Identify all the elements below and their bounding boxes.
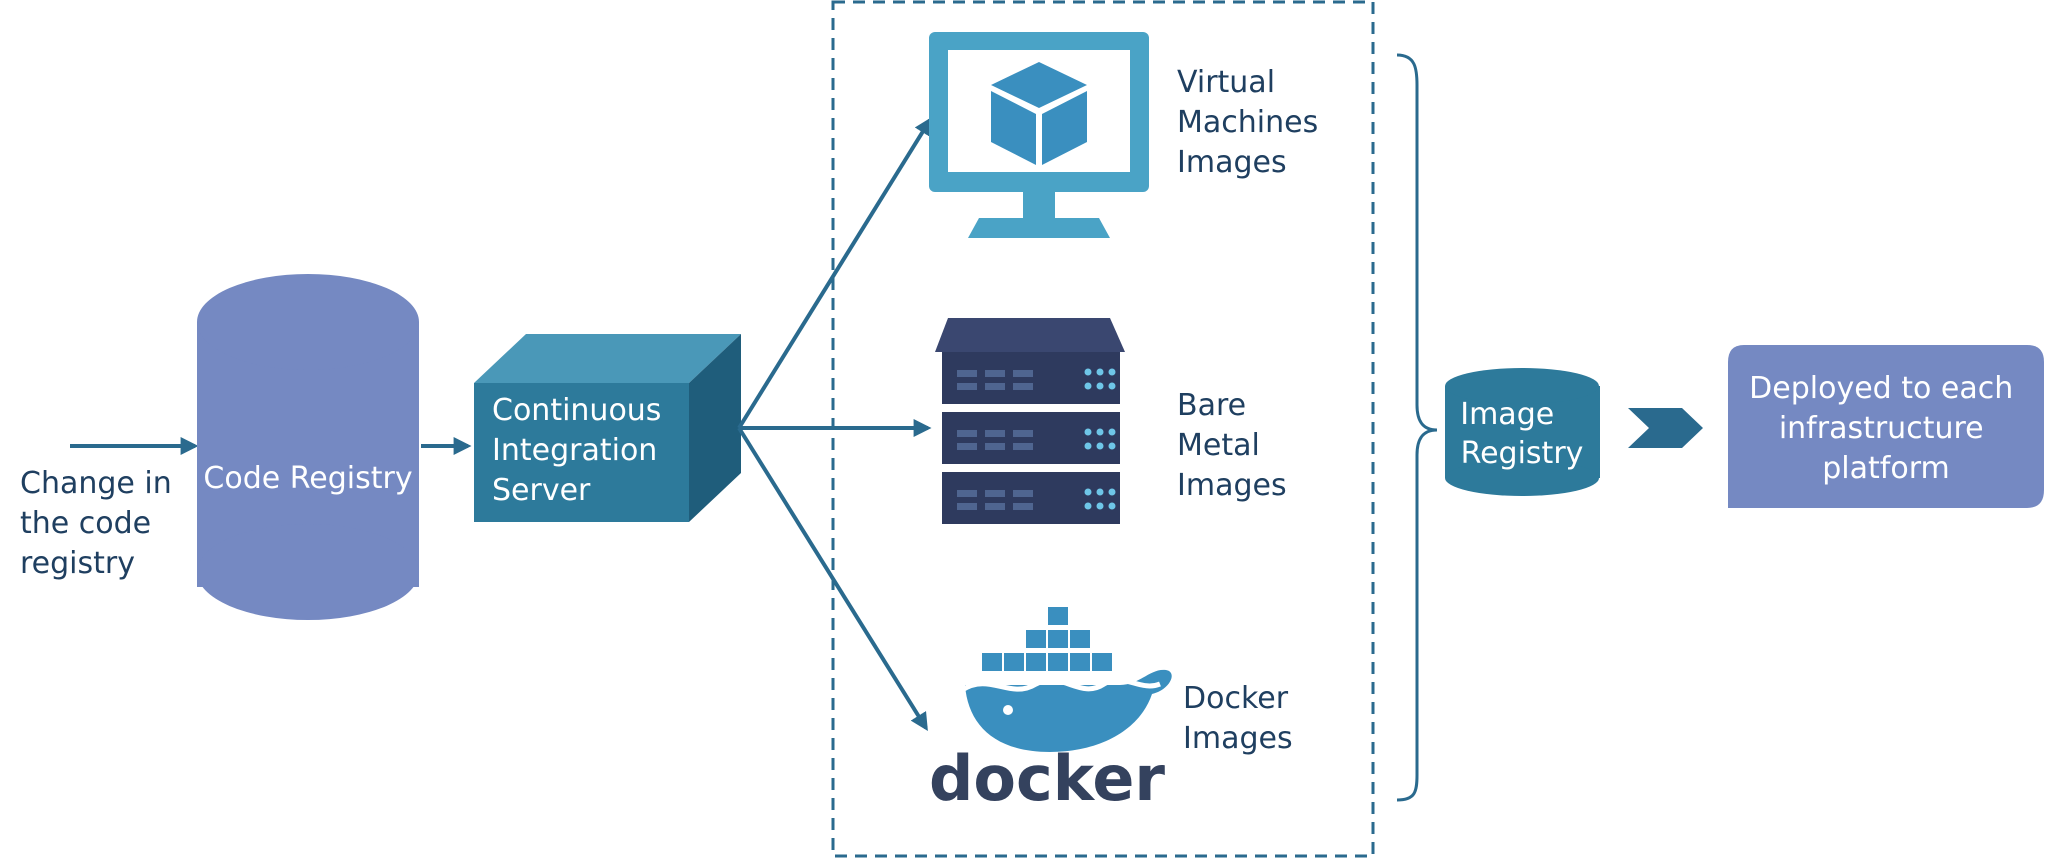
ci-server-label: Continuous Integration Server [492, 393, 671, 508]
docker-whale-icon: docker [929, 607, 1172, 815]
deploy-label: Deployed to each infrastructure platform [1749, 371, 2023, 486]
docker-logo-text: docker [929, 742, 1165, 815]
ci-to-vm-arrow [737, 116, 932, 430]
chevron-right-icon [1628, 408, 1703, 448]
ci-server-box: Continuous Integration Server [474, 334, 741, 522]
output-images-group [831, 0, 1375, 858]
bare-metal-images-label: Bare Metal Images [1177, 388, 1287, 503]
source-label: Change in the code registry [20, 466, 181, 581]
image-registry-label: Image Registry [1460, 397, 1583, 471]
deploy-box: Deployed to each infrastructure platform [1728, 345, 2044, 508]
monitor-cube-icon [929, 32, 1149, 238]
output-brace [1396, 53, 1438, 802]
docker-images-label: Docker Images [1183, 681, 1298, 756]
code-registry-label: Code Registry [203, 461, 412, 496]
image-registry-cylinder: Image Registry [1445, 368, 1600, 496]
code-registry-cylinder: Code Registry [197, 274, 419, 620]
vm-images-label: Virtual Machines Images [1177, 65, 1328, 180]
server-rack-icon [935, 318, 1125, 524]
